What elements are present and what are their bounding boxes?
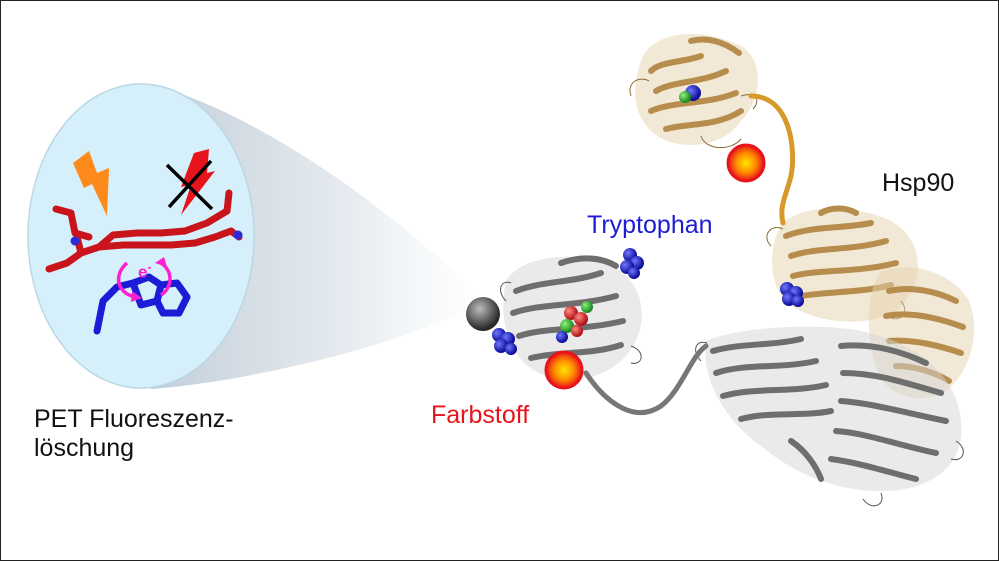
gray-sphere-icon — [466, 297, 500, 331]
tryptophan-spheres-gray-top — [620, 248, 644, 279]
dye-nitrogen — [70, 236, 80, 246]
lightning-bolt-icon — [73, 151, 109, 216]
tryptophan-spheres-gold — [780, 282, 804, 307]
linker-gray — [583, 343, 709, 415]
arrow-head — [155, 257, 167, 267]
dye-label: Farbstoff — [431, 401, 530, 429]
protein-domain-gold-top — [629, 34, 758, 149]
linker-gold — [748, 93, 796, 226]
caption: PET Fluoreszenz- löschung — [34, 405, 234, 463]
tryptophan-spheres-gray-left — [492, 328, 517, 355]
protein-domain-gray-left — [500, 255, 642, 380]
caption-line-2: löschung — [34, 433, 135, 462]
tryptophan-label: Tryptophan — [587, 211, 713, 239]
arrow-head — [131, 291, 142, 302]
dye-sphere-icon — [544, 350, 584, 390]
crossed-lightning-bolt-icon — [165, 149, 215, 215]
ligand-spheres — [556, 301, 593, 343]
dye-nitrogen — [233, 230, 243, 240]
tryptophan-molecule — [93, 273, 191, 335]
caption-line-1: PET Fluoreszenz- — [34, 405, 234, 433]
protein-domain-gray-right — [695, 326, 964, 507]
dye-sphere-icon — [726, 143, 766, 183]
protein-label: Hsp90 — [882, 169, 955, 197]
electron-label: e- — [138, 260, 152, 282]
